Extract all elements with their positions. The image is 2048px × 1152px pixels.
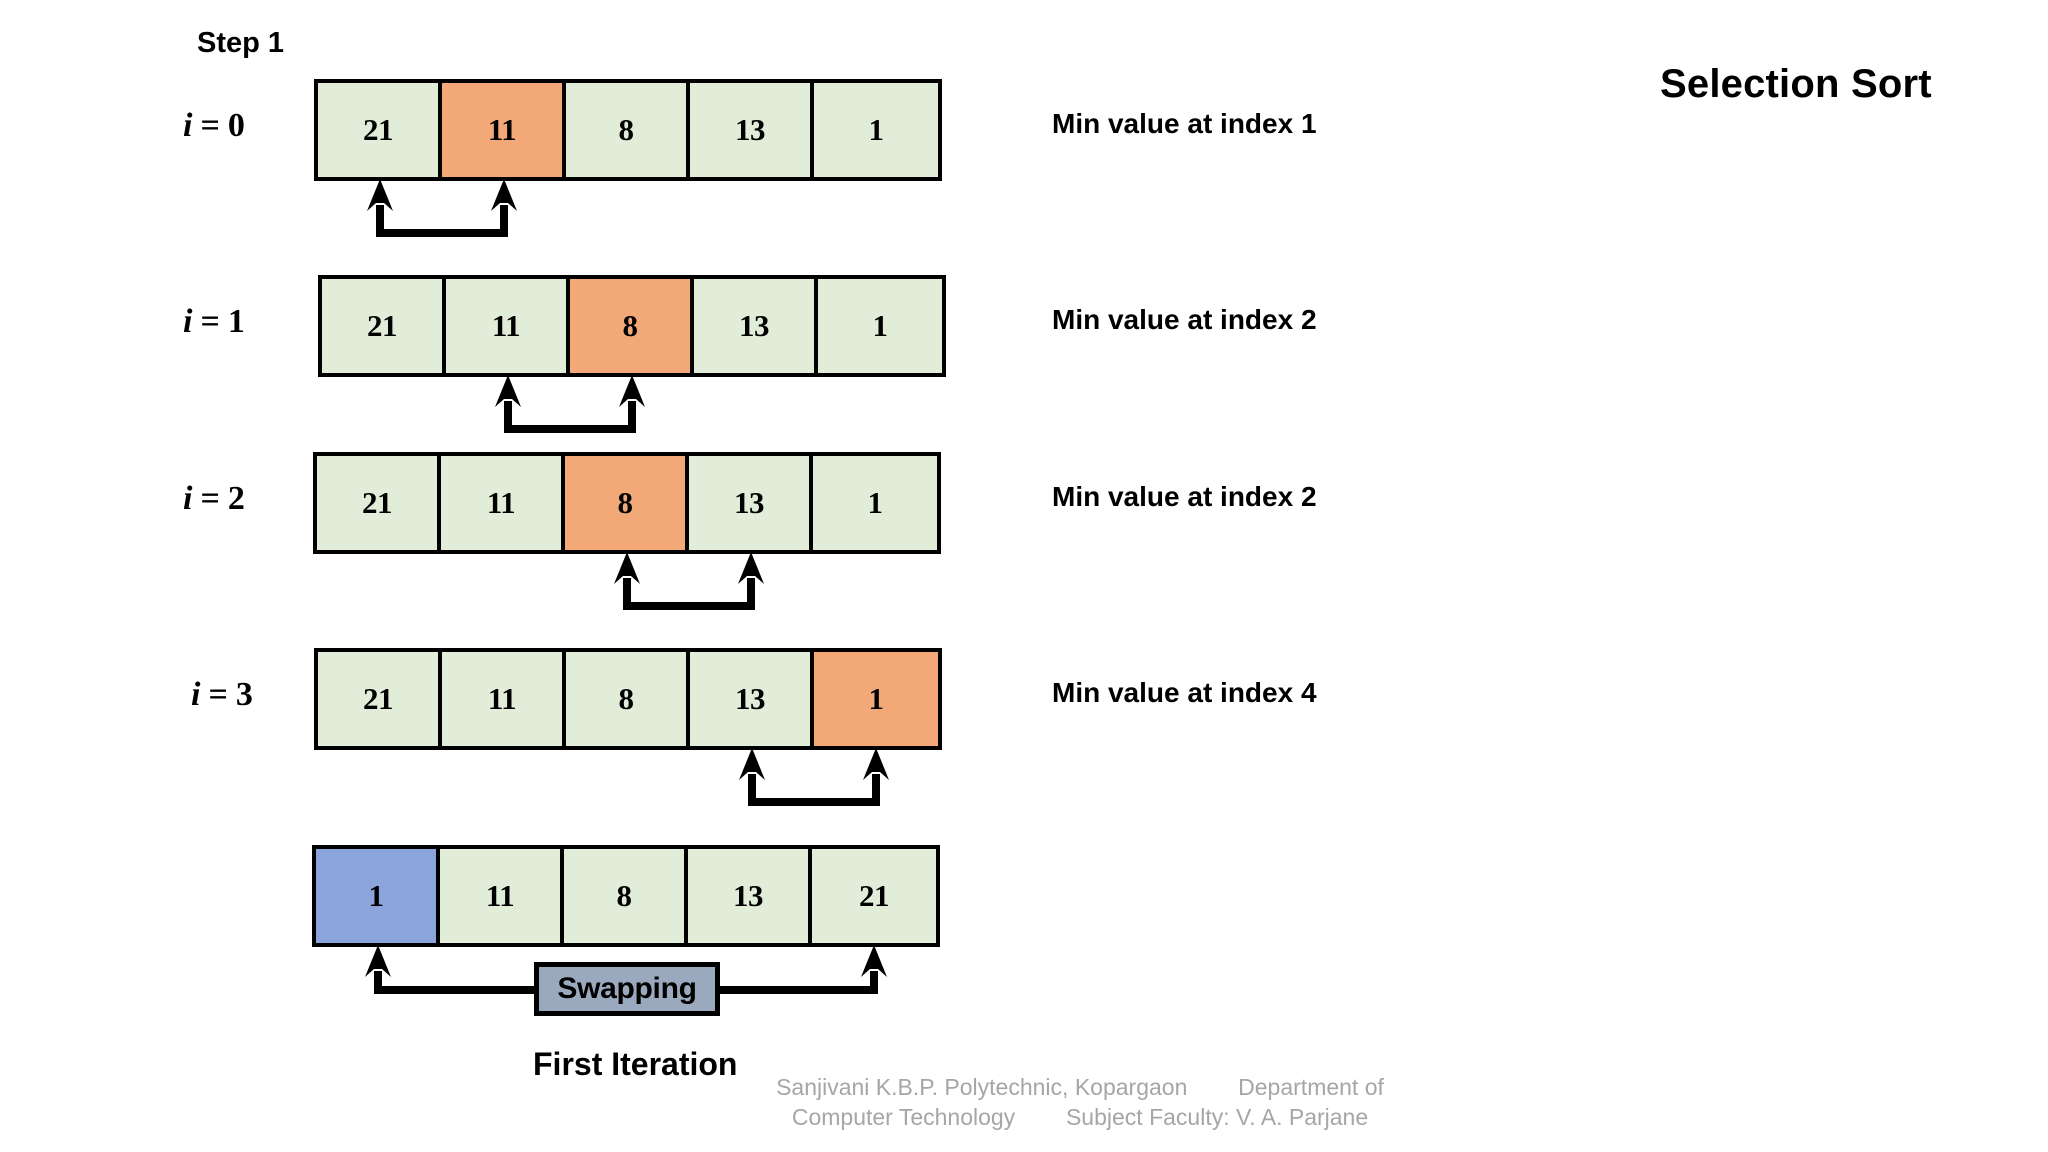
- compare-arrow-connector: [739, 748, 889, 806]
- index-label: i=3: [191, 678, 253, 712]
- array-cell: 1: [814, 83, 938, 177]
- arrowhead-icon: [739, 748, 765, 780]
- min-value-note: Min value at index 2: [1052, 481, 1317, 512]
- index-value: 0: [227, 107, 245, 144]
- compare-arrow-connector: [614, 552, 764, 610]
- array-cell: 1: [813, 456, 937, 550]
- slide-footer: Sanjivani K.B.P. Polytechnic, Kopargaon …: [720, 1072, 1440, 1133]
- index-value: 1: [227, 303, 245, 340]
- index-label: i=2: [183, 482, 245, 516]
- array-cell: 11: [441, 456, 565, 550]
- array-cell: 11: [440, 849, 564, 943]
- array-cell: 13: [690, 652, 814, 746]
- min-value-note: Min value at index 2: [1052, 304, 1317, 335]
- array-cell: 11: [442, 652, 566, 746]
- arrowhead-icon: [863, 748, 889, 780]
- array-cell: 1: [818, 279, 942, 373]
- footer-institution: Sanjivani K.B.P. Polytechnic, Kopargaon: [776, 1074, 1188, 1100]
- footer-department: Computer Technology: [791, 1104, 1016, 1131]
- equals-sign: =: [200, 107, 220, 144]
- arrowhead-icon: [495, 375, 521, 407]
- array-cell: 8: [565, 456, 689, 550]
- step-label: Step 1: [197, 27, 285, 59]
- arrowhead-icon: [365, 945, 391, 977]
- footer-faculty: Subject Faculty: V. A. Parjane: [1065, 1104, 1369, 1131]
- array-cell: 13: [688, 849, 812, 943]
- array-cell: 21: [812, 849, 936, 943]
- connector-line: [623, 578, 755, 610]
- arrowhead-icon: [491, 179, 517, 211]
- page-title: Selection Sort: [1660, 62, 1932, 106]
- equals-sign: =: [208, 676, 228, 713]
- array-cell: 8: [564, 849, 688, 943]
- array-cell: 8: [566, 652, 690, 746]
- array-cell: 1: [814, 652, 938, 746]
- index-value: 2: [227, 480, 245, 517]
- swapping-badge: Swapping: [534, 962, 720, 1016]
- index-label: i=0: [183, 109, 245, 143]
- array-cell: 8: [570, 279, 694, 373]
- array-cell: 8: [566, 83, 690, 177]
- index-variable: i: [183, 303, 193, 340]
- arrowhead-icon: [367, 179, 393, 211]
- array-cell: 13: [690, 83, 814, 177]
- index-variable: i: [191, 676, 201, 713]
- array-cell: 11: [446, 279, 570, 373]
- array-cell: 21: [322, 279, 446, 373]
- array-cell: 1: [316, 849, 440, 943]
- index-variable: i: [183, 107, 193, 144]
- footer-line-1: Sanjivani K.B.P. Polytechnic, Kopargaon …: [720, 1072, 1440, 1102]
- footer-department-prefix: Department of: [1238, 1074, 1384, 1100]
- connector-line: [504, 401, 636, 433]
- array-cell: 11: [442, 83, 566, 177]
- min-value-note: Min value at index 4: [1052, 677, 1317, 708]
- iteration-caption: First Iteration: [533, 1046, 738, 1082]
- array-cell: 21: [318, 83, 442, 177]
- array-cell: 13: [694, 279, 818, 373]
- index-label: i=1: [183, 305, 245, 339]
- array-cell: 21: [318, 652, 442, 746]
- compare-arrow-connector: [367, 179, 517, 237]
- connector-line: [748, 774, 880, 806]
- arrowhead-icon: [738, 552, 764, 584]
- index-variable: i: [183, 480, 193, 517]
- arrowhead-icon: [619, 375, 645, 407]
- min-value-note: Min value at index 1: [1052, 108, 1317, 139]
- footer-line-2: Computer Technology Subject Faculty: V. …: [720, 1102, 1440, 1132]
- equals-sign: =: [200, 303, 220, 340]
- arrowhead-icon: [614, 552, 640, 584]
- index-value: 3: [235, 676, 253, 713]
- connector-line: [376, 205, 508, 237]
- array-cell: 21: [317, 456, 441, 550]
- arrowhead-icon: [861, 945, 887, 977]
- equals-sign: =: [200, 480, 220, 517]
- array-cell: 13: [689, 456, 813, 550]
- compare-arrow-connector: [495, 375, 645, 433]
